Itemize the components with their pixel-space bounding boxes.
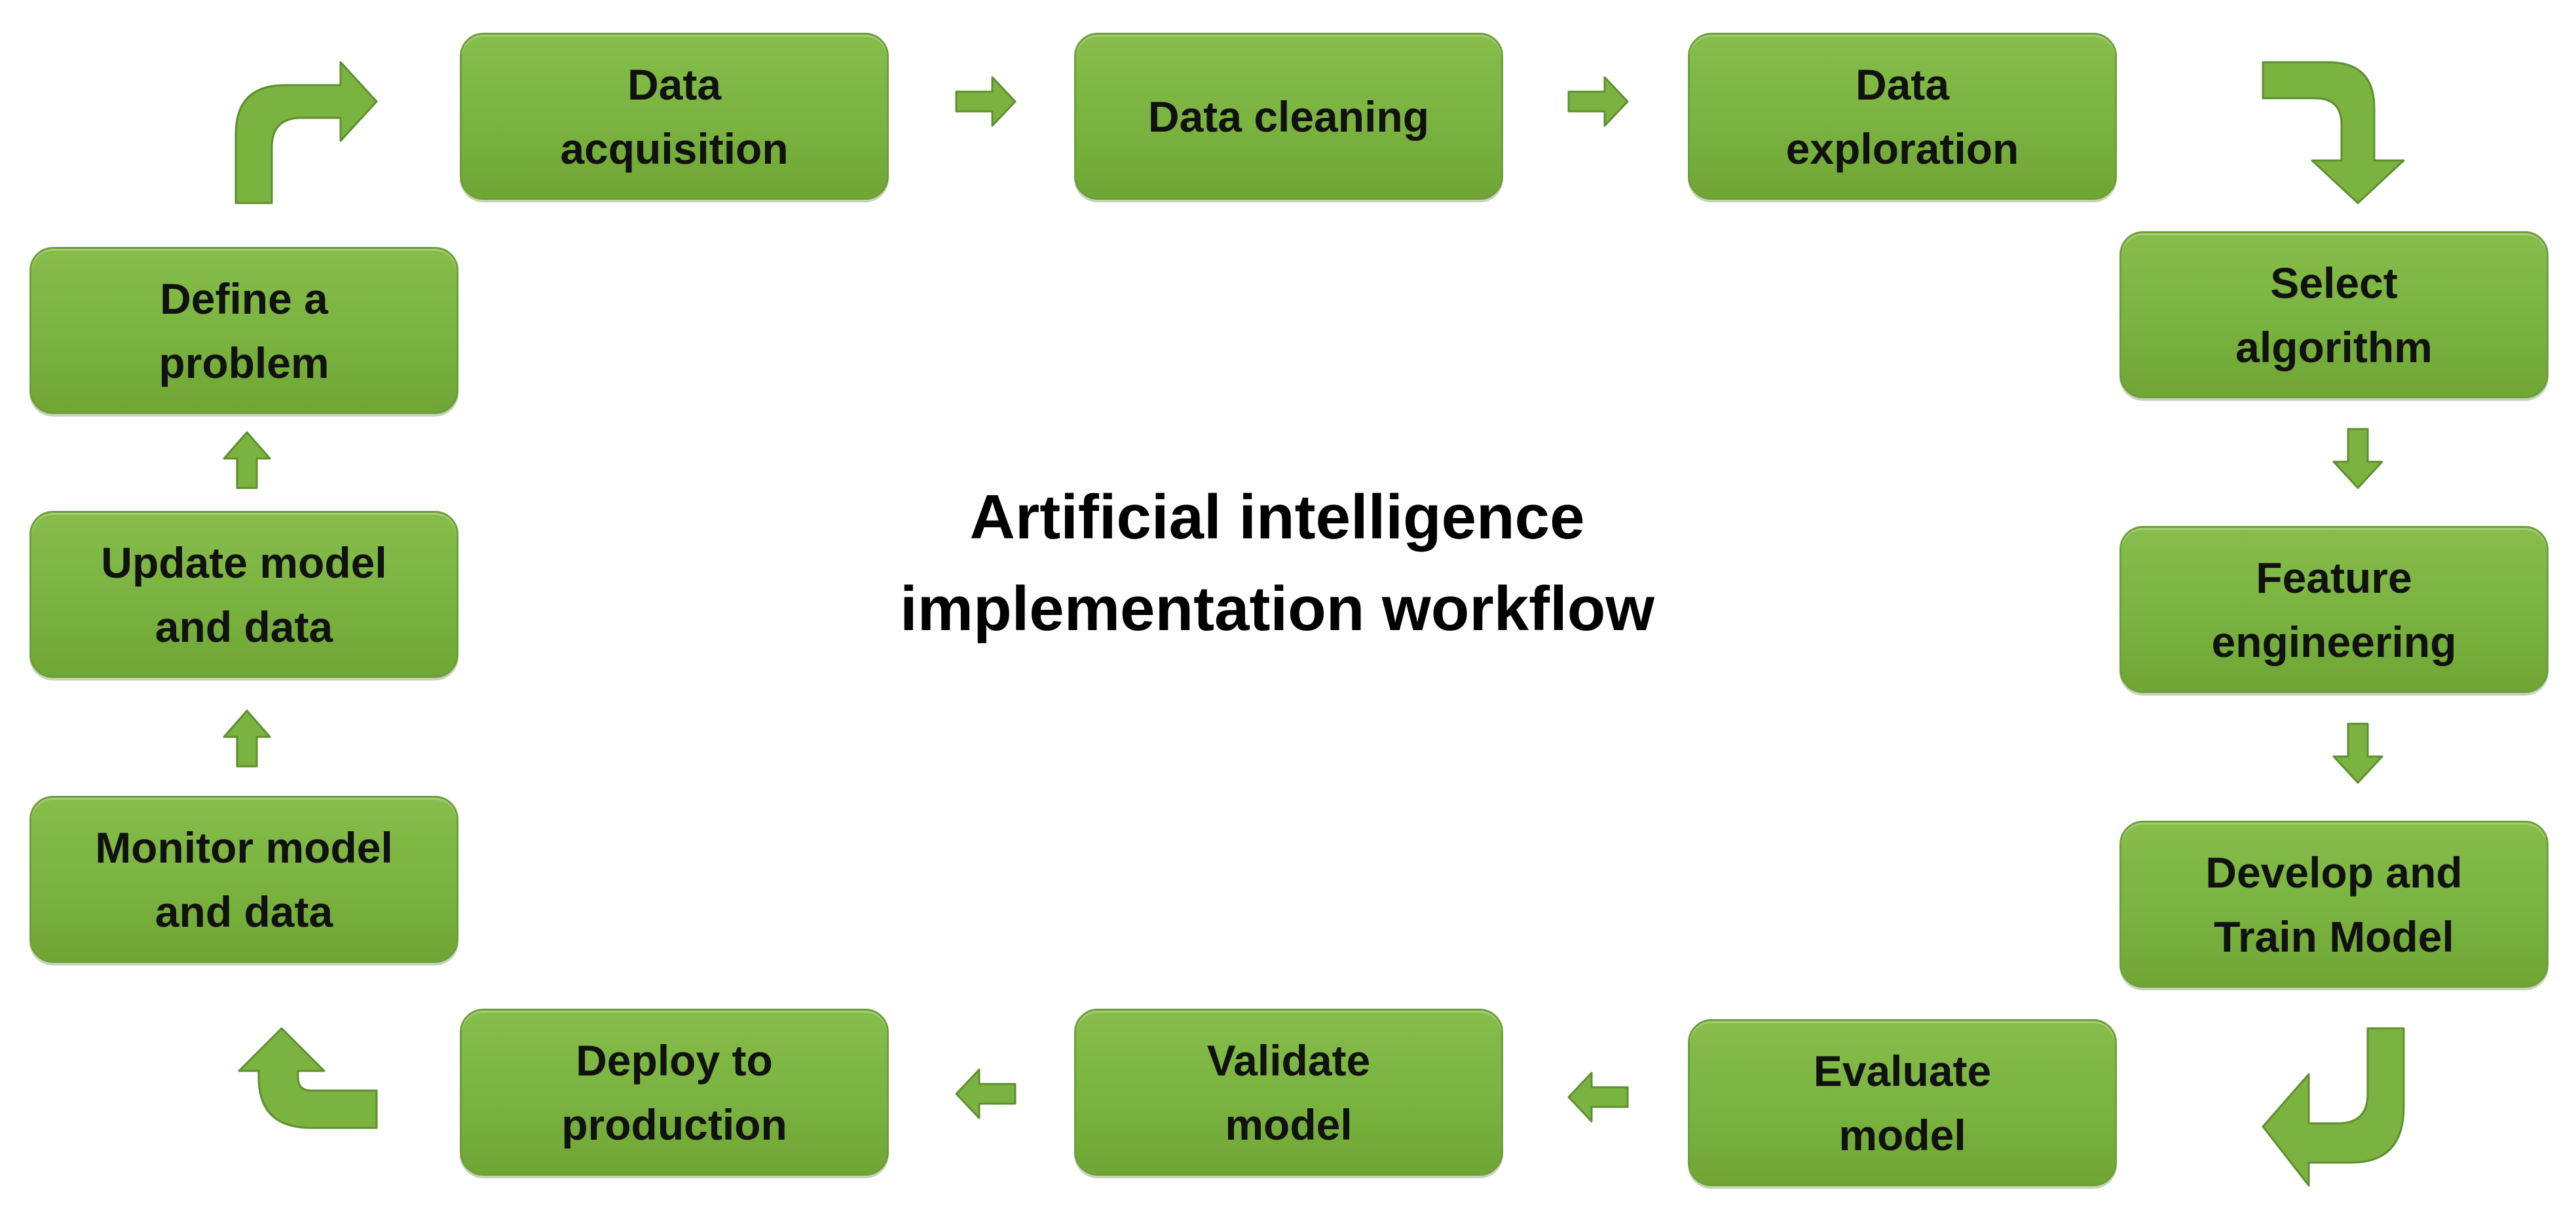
step-develop-train-model: Develop and Train Model [2119,821,2548,988]
arrow-down-icon [2332,428,2383,489]
curved-arrow-right-down-icon [2262,61,2405,204]
step-data-acquisition: Data acquisition [460,33,889,200]
arrow-right-icon [955,76,1017,127]
step-label: Data cleaning [1148,92,1430,141]
step-define-problem: Define a problem [29,247,458,414]
step-data-exploration: Data exploration [1688,33,2117,200]
arrow-up-icon [223,709,271,768]
arrow-left-icon [955,1068,1017,1119]
step-label: Feature engineering [2211,553,2457,666]
arrow-left-icon [1567,1072,1629,1123]
curved-arrow-left-up-icon [238,1027,378,1129]
step-validate-model: Validate model [1074,1009,1503,1176]
step-label: Develop and Train Model [2205,848,2463,961]
step-data-cleaning: Data cleaning [1074,33,1503,200]
step-label: Define a problem [159,274,329,387]
diagram-title: Artificial intelligence implementation w… [899,482,1655,644]
step-deploy-production: Deploy to production [460,1009,889,1176]
step-label: Data exploration [1785,60,2019,173]
arrow-up-icon [223,431,271,489]
step-label: Data acquisition [560,60,789,173]
step-feature-engineering: Feature engineering [2119,526,2548,693]
step-label: Deploy to production [561,1036,787,1149]
step-label: Validate model [1206,1036,1371,1149]
step-monitor-model: Monitor model and data [29,796,458,963]
step-label: Select algorithm [2235,258,2433,371]
arrow-right-icon [1567,76,1629,127]
step-update-model: Update model and data [29,511,458,678]
step-label: Update model and data [101,538,387,651]
arrow-down-icon [2332,722,2383,784]
curved-arrow-up-right-icon [234,61,378,204]
curved-arrow-down-left-icon [2262,1027,2405,1187]
step-label: Evaluate model [1813,1046,1992,1159]
step-select-algorithm: Select algorithm [2119,231,2548,398]
step-label: Monitor model and data [95,823,393,936]
step-evaluate-model: Evaluate model [1688,1019,2117,1186]
